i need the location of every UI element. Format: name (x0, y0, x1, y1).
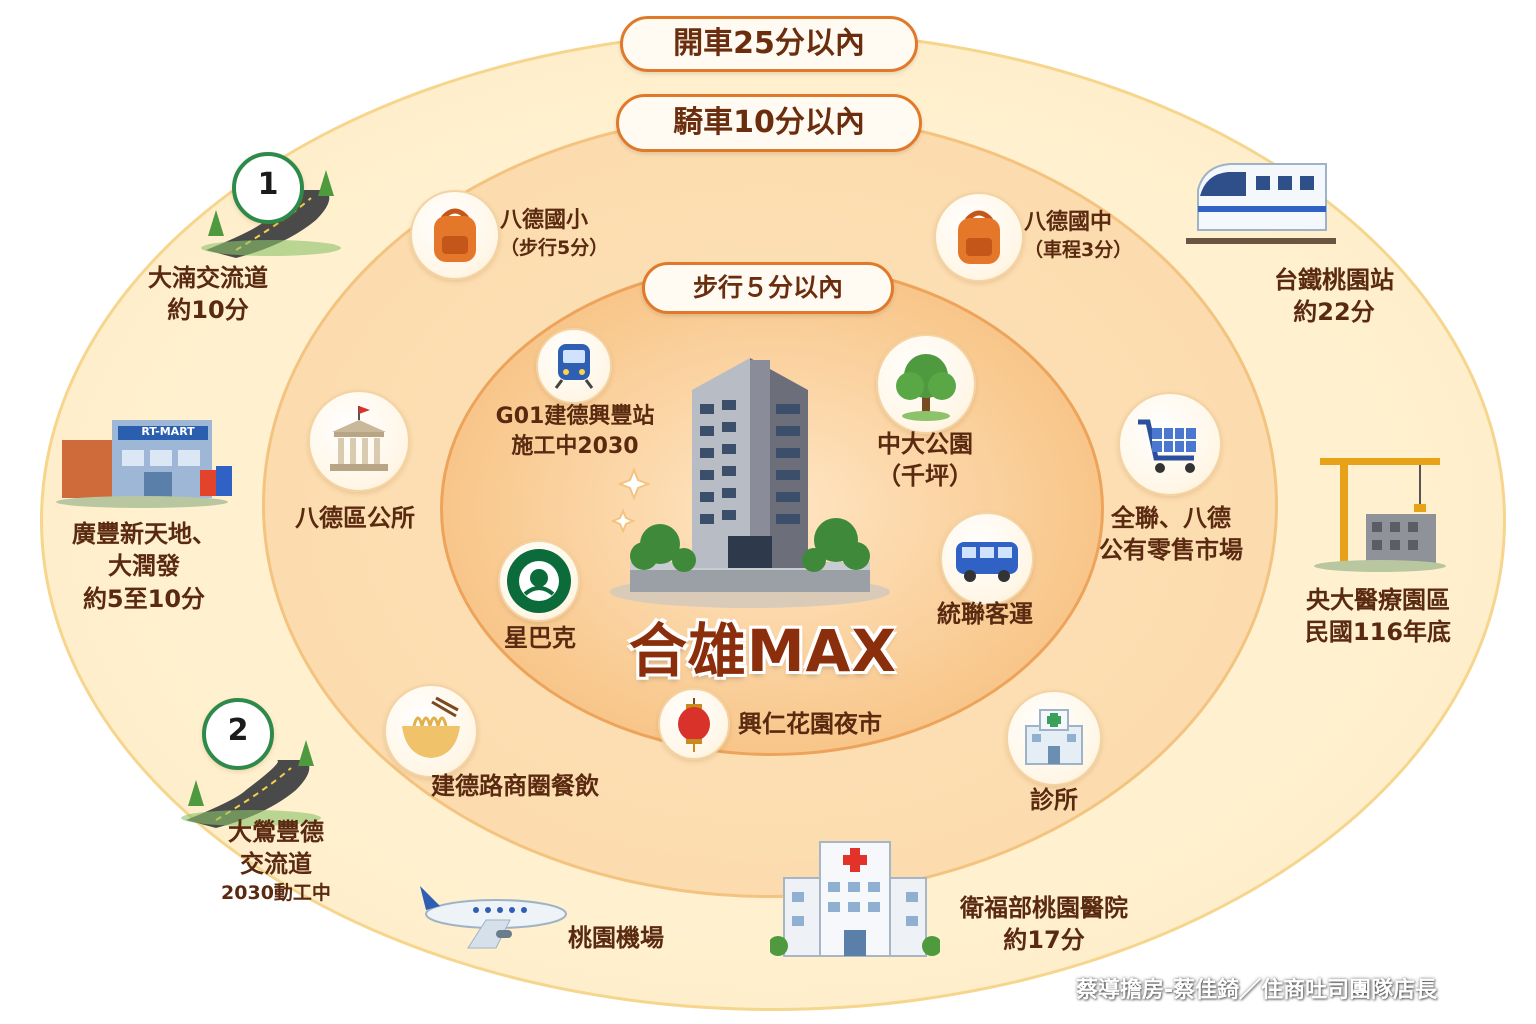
lantern-icon (658, 688, 730, 760)
clinic-label: 診所 (1030, 786, 1078, 814)
noodle-bowl-icon (384, 684, 478, 778)
elementary-school-label: 八德國小（步行5分） (500, 208, 609, 259)
rt-mart-store-icon: RT-MART (52, 410, 232, 510)
walk-zone-label: 步行５分以內 (642, 262, 894, 314)
airplane-icon (416, 876, 576, 956)
starbucks-logo-icon (498, 540, 580, 622)
train-icon (1186, 150, 1336, 250)
medical-park-label: 央大醫療園區民國116年底 (1304, 586, 1452, 647)
shopping-label: 廣豐新天地、大潤發約5至10分 (72, 520, 216, 613)
government-building-icon (308, 390, 410, 492)
backpack-icon (410, 190, 500, 280)
drive-zone-label: 開車25分以內 (620, 16, 918, 72)
park-label: 中大公園（千坪） (877, 430, 973, 491)
district-office-label: 八德區公所 (295, 504, 415, 532)
clinic-icon (1006, 690, 1102, 786)
junior-high-label: 八德國中（車程3分） (1024, 210, 1133, 261)
hospital-icon (768, 836, 942, 966)
interchange-1-label: 大湳交流道約10分 (148, 264, 268, 325)
highway-number-text: 2 (227, 713, 249, 748)
airport-label: 桃園機場 (568, 924, 664, 952)
building-icon (600, 330, 900, 610)
train-station-label: 台鐵桃園站約22分 (1274, 266, 1394, 327)
market-label: 全聯、八德公有零售市場 (1099, 504, 1243, 565)
highway-shield-icon: 1 (232, 152, 304, 224)
bus-label: 統聯客運 (937, 600, 1033, 628)
highway-road-icon (176, 720, 326, 830)
highway-shield-icon: 2 (202, 698, 274, 770)
main-title: 合雄MAX (628, 617, 898, 685)
mrt-label: G01建德興豐站施工中2030 (495, 404, 655, 459)
starbucks-label: 星巴克 (504, 624, 576, 652)
construction-crane-icon (1310, 444, 1450, 574)
rt-mart-sign-text: RT-MART (141, 425, 195, 438)
bus-icon (940, 512, 1034, 606)
night-market-label: 興仁花園夜市 (738, 710, 882, 738)
highway-number-text: 1 (257, 167, 279, 202)
shopping-cart-icon (1118, 392, 1222, 496)
tree-icon (876, 334, 976, 434)
ride-zone-label: 騎車10分以內 (616, 94, 922, 152)
food-area-label: 建德路商圈餐飲 (431, 772, 599, 800)
hospital-label: 衛福部桃園醫院約17分 (960, 894, 1128, 955)
backpack-icon (934, 192, 1024, 282)
watermark: 蔡導擔房-蔡佳錡／住商吐司團隊店長 (1076, 978, 1438, 1003)
mrt-icon (536, 328, 612, 404)
